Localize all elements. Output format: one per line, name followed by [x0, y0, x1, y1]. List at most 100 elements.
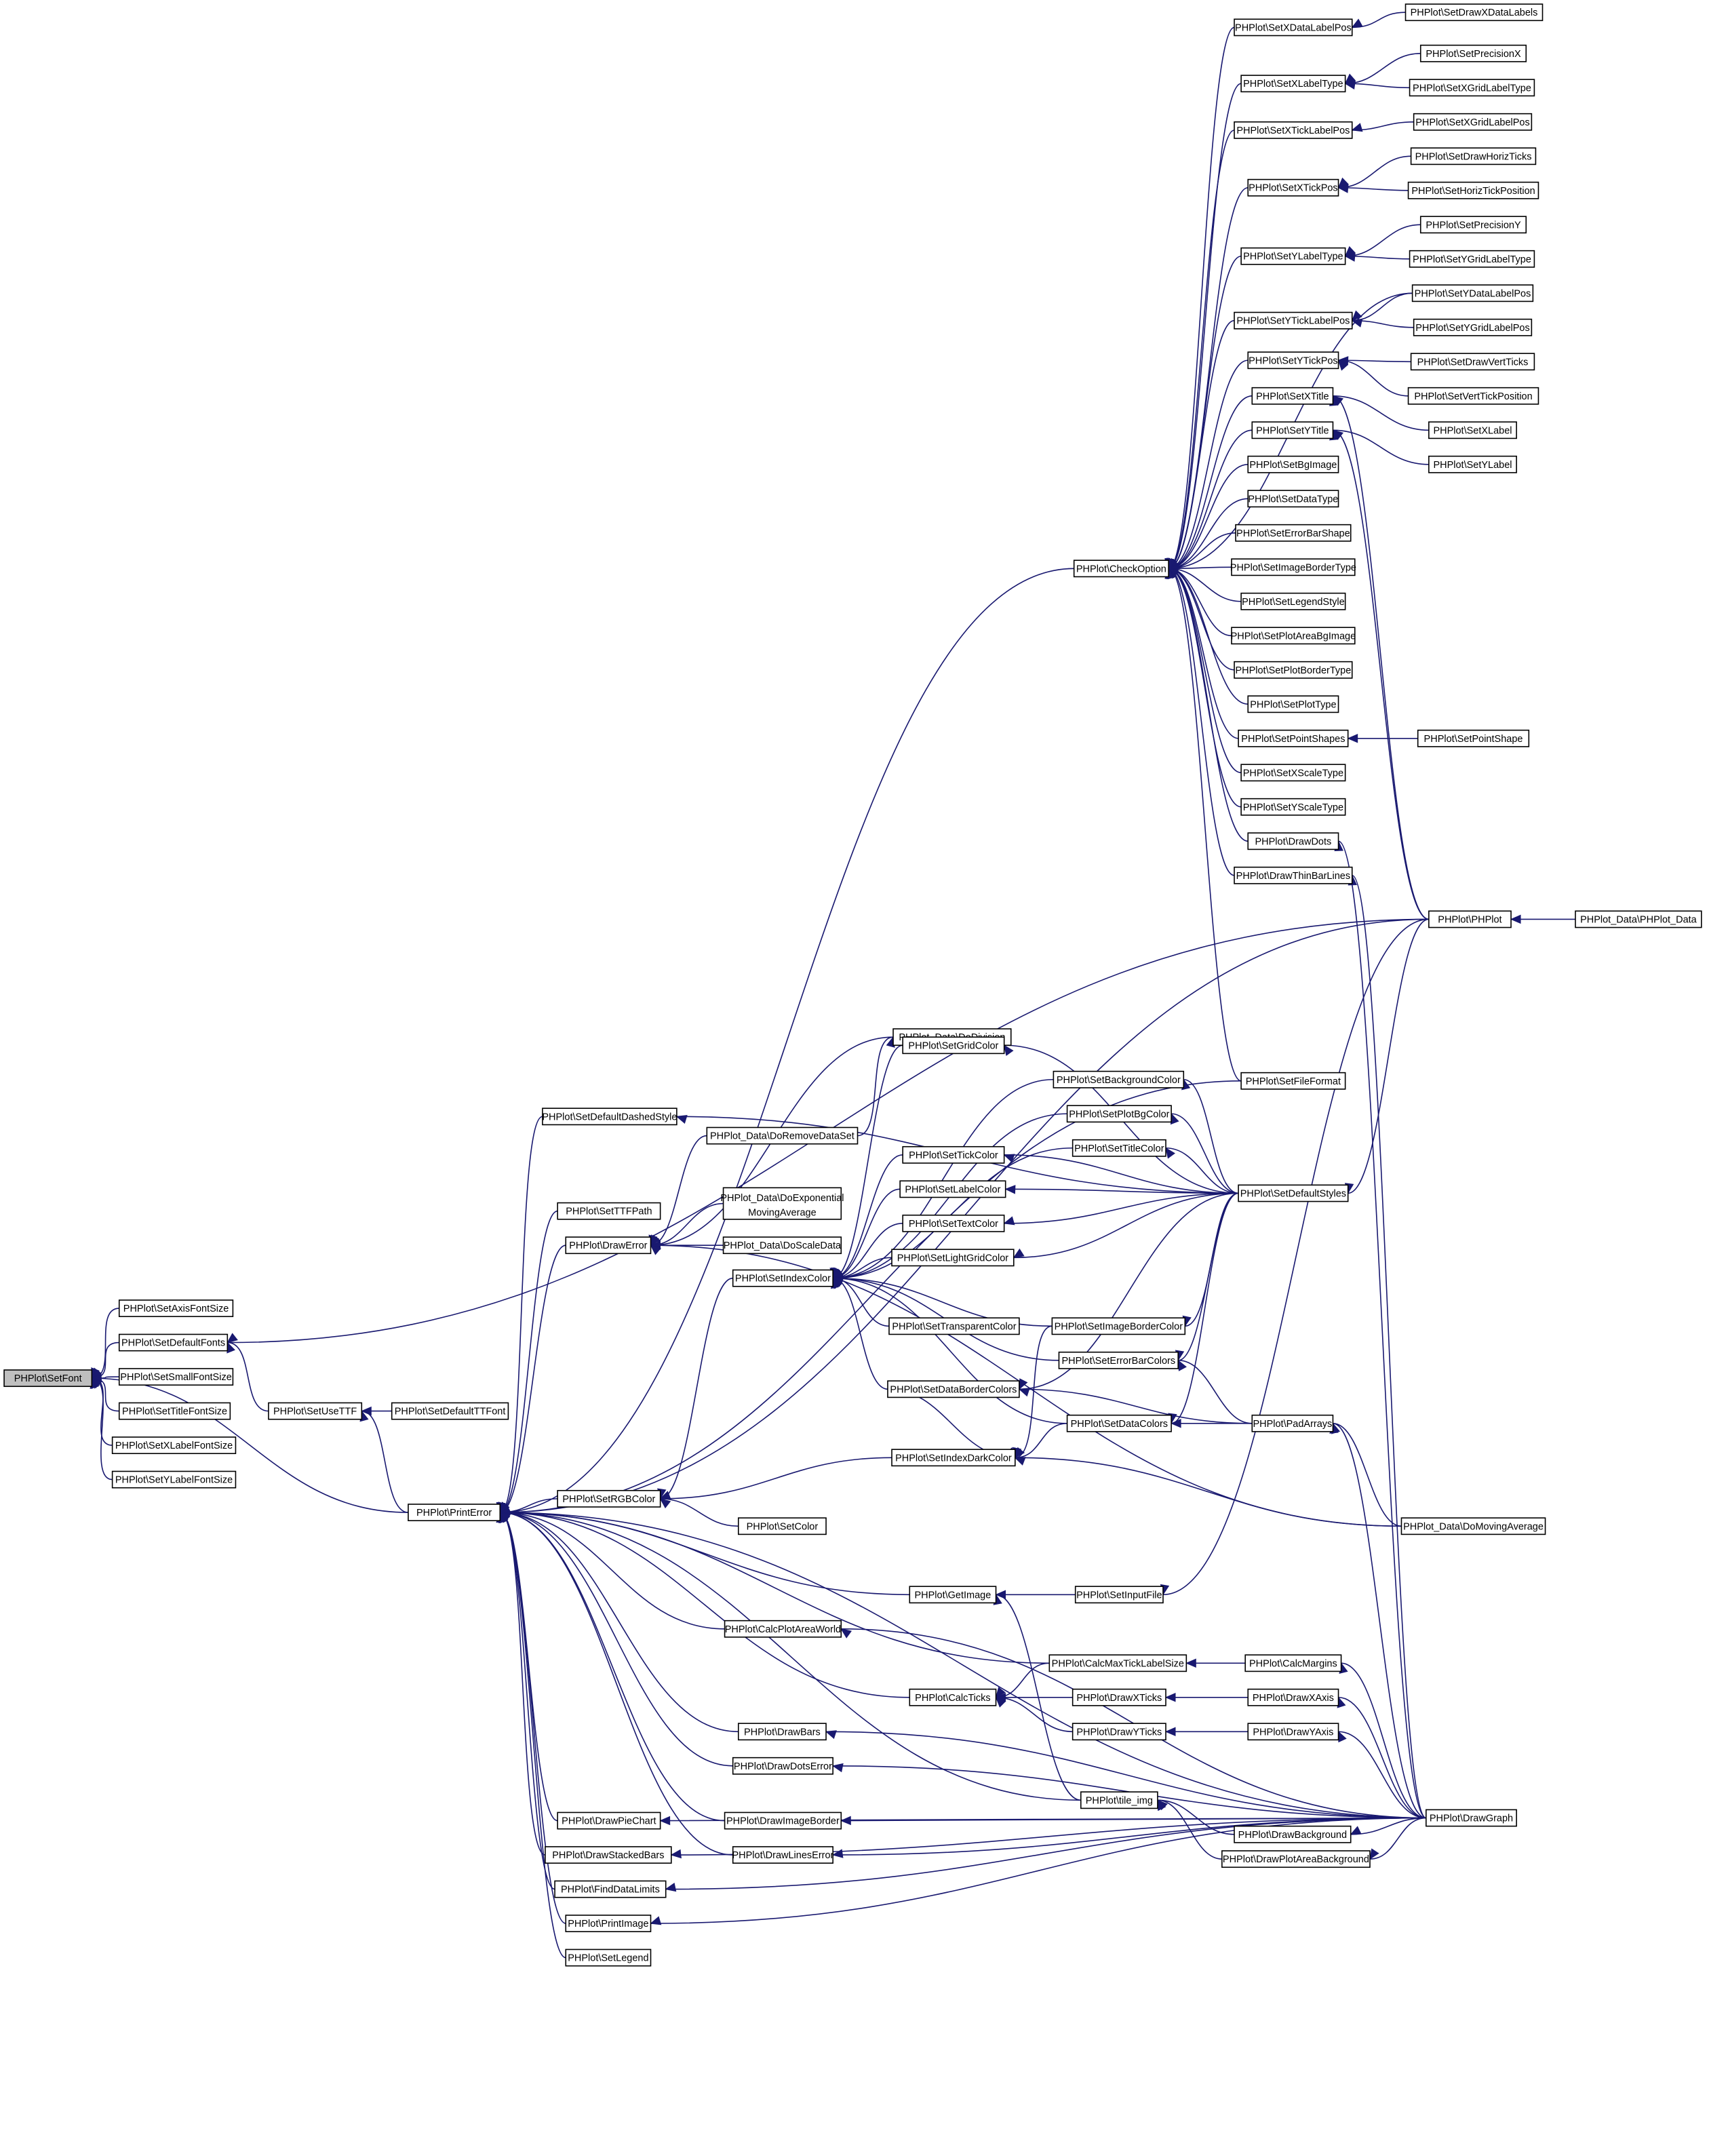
- node-calc-max-tick-label-size[interactable]: PHPlot\CalcMaxTickLabelSize: [1048, 1654, 1187, 1672]
- node-set-bg-image[interactable]: PHPlot\SetBgImage: [1247, 455, 1339, 473]
- node-set-xlabel[interactable]: PHPlot\SetXLabel: [1428, 421, 1517, 439]
- node-set-title-color[interactable]: PHPlot\SetTitleColor: [1072, 1139, 1166, 1157]
- node-set-default-fonts[interactable]: PHPlot\SetDefaultFonts: [118, 1333, 229, 1352]
- node-set-legend-style[interactable]: PHPlot\SetLegendStyle: [1240, 592, 1346, 610]
- node-set-label-color[interactable]: PHPlot\SetLabelColor: [899, 1180, 1006, 1198]
- node-calc-margins[interactable]: PHPlot\CalcMargins: [1244, 1654, 1342, 1672]
- node-set-default-ttfont[interactable]: PHPlot\SetDefaultTTFont: [391, 1402, 509, 1420]
- node-set-font[interactable]: PHPlot\SetFont: [3, 1369, 93, 1388]
- node-set-ytick-label-pos[interactable]: PHPlot\SetYTickLabelPos: [1234, 311, 1353, 330]
- node-set-plot-type[interactable]: PHPlot\SetPlotType: [1247, 695, 1339, 713]
- node-draw-xaxis[interactable]: PHPlot\DrawXAxis: [1247, 1688, 1339, 1706]
- node-set-legend[interactable]: PHPlot\SetLegend: [565, 1948, 652, 1967]
- node-set-xtick-pos[interactable]: PHPlot\SetXTickPos: [1247, 178, 1339, 197]
- node-set-yscale-type[interactable]: PHPlot\SetYScaleType: [1240, 798, 1346, 816]
- node-set-ttfpath[interactable]: PHPlot\SetTTFPath: [557, 1202, 661, 1220]
- node-set-small-font-size[interactable]: PHPlot\SetSmallFontSize: [118, 1368, 234, 1386]
- node-set-ylabel-font-size[interactable]: PHPlot\SetYLabelFontSize: [111, 1470, 237, 1489]
- node-set-xscale-type[interactable]: PHPlot\SetXScaleType: [1240, 764, 1346, 782]
- node-set-ylabel[interactable]: PHPlot\SetYLabel: [1428, 455, 1517, 473]
- node-set-precision-x[interactable]: PHPlot\SetPrecisionX: [1419, 44, 1527, 62]
- node-set-ylabel-type[interactable]: PHPlot\SetYLabelType: [1240, 247, 1346, 265]
- node-set-ytitle[interactable]: PHPlot\SetYTitle: [1251, 421, 1334, 439]
- node-set-error-bar-colors[interactable]: PHPlot\SetErrorBarColors: [1058, 1351, 1179, 1369]
- node-set-ygrid-label-pos[interactable]: PHPlot\SetYGridLabelPos: [1413, 318, 1533, 336]
- node-set-xgrid-label-type[interactable]: PHPlot\SetXGridLabelType: [1409, 79, 1535, 97]
- node-set-plot-border-type[interactable]: PHPlot\SetPlotBorderType: [1234, 661, 1353, 679]
- node-set-use-ttf[interactable]: PHPlot\SetUseTTF: [268, 1402, 363, 1420]
- node-draw-graph[interactable]: PHPlot\DrawGraph: [1426, 1809, 1517, 1827]
- node-set-input-file[interactable]: PHPlot\SetInputFile: [1074, 1586, 1164, 1604]
- node-get-image[interactable]: PHPlot\GetImage: [909, 1586, 997, 1604]
- node-set-default-styles[interactable]: PHPlot\SetDefaultStyles: [1238, 1184, 1349, 1202]
- node-set-point-shape[interactable]: PHPlot\SetPointShape: [1417, 729, 1530, 747]
- node-set-xdata-label-pos[interactable]: PHPlot\SetXDataLabelPos: [1234, 18, 1353, 37]
- node-set-grid-color[interactable]: PHPlot\SetGridColor: [902, 1036, 1005, 1055]
- node-do-moving-average[interactable]: PHPlot_Data\DoMovingAverage: [1400, 1517, 1546, 1535]
- node-phplot-data-ctor[interactable]: PHPlot_Data\PHPlot_Data: [1575, 910, 1702, 928]
- node-draw-pie-chart[interactable]: PHPlot\DrawPieChart: [557, 1811, 661, 1830]
- node-set-horiz-tick-position[interactable]: PHPlot\SetHorizTickPosition: [1407, 181, 1539, 199]
- node-set-draw-xdata-labels[interactable]: PHPlot\SetDrawXDataLabels: [1404, 3, 1544, 22]
- node-tile-img[interactable]: PHPlot\tile_img: [1080, 1791, 1158, 1809]
- node-do-remove-data-set[interactable]: PHPlot_Data\DoRemoveDataSet: [706, 1126, 859, 1145]
- node-calc-plot-area-world[interactable]: PHPlot\CalcPlotAreaWorld: [724, 1620, 842, 1638]
- node-draw-plot-area-background[interactable]: PHPlot\DrawPlotAreaBackground: [1221, 1850, 1371, 1868]
- node-set-ygrid-label-type[interactable]: PHPlot\SetYGridLabelType: [1409, 250, 1535, 268]
- node-calc-ticks[interactable]: PHPlot\CalcTicks: [909, 1688, 997, 1706]
- node-set-plot-bg-color[interactable]: PHPlot\SetPlotBgColor: [1066, 1105, 1172, 1123]
- node-set-xlabel-font-size[interactable]: PHPlot\SetXLabelFontSize: [111, 1436, 237, 1455]
- node-set-draw-vert-ticks[interactable]: PHPlot\SetDrawVertTicks: [1410, 353, 1535, 371]
- node-draw-error[interactable]: PHPlot\DrawError: [565, 1236, 652, 1255]
- node-pad-arrays[interactable]: PHPlot\PadArrays: [1251, 1414, 1334, 1432]
- node-set-xgrid-label-pos[interactable]: PHPlot\SetXGridLabelPos: [1413, 113, 1533, 131]
- node-set-default-dashed-style[interactable]: PHPlot\SetDefaultDashedStyle: [542, 1108, 677, 1126]
- node-draw-thin-bar-lines[interactable]: PHPlot\DrawThinBarLines: [1234, 866, 1353, 884]
- node-set-point-shapes[interactable]: PHPlot\SetPointShapes: [1238, 729, 1349, 747]
- node-set-color[interactable]: PHPlot\SetColor: [737, 1517, 827, 1535]
- node-draw-dots-error[interactable]: PHPlot\DrawDotsError: [732, 1757, 833, 1775]
- node-set-image-border-color[interactable]: PHPlot\SetImageBorderColor: [1051, 1317, 1186, 1335]
- node-set-image-border-type[interactable]: PHPlot\SetImageBorderType: [1230, 558, 1356, 576]
- node-set-data-border-colors[interactable]: PHPlot\SetDataBorderColors: [887, 1380, 1020, 1398]
- node-find-data-limits[interactable]: PHPlot\FindDataLimits: [554, 1880, 667, 1898]
- node-set-ytick-pos[interactable]: PHPlot\SetYTickPos: [1247, 351, 1339, 370]
- node-print-image[interactable]: PHPlot\PrintImage: [565, 1915, 652, 1932]
- node-do-scale-data[interactable]: PHPlot_Data\DoScaleData: [722, 1236, 842, 1255]
- node-draw-xticks[interactable]: PHPlot\DrawXTicks: [1072, 1688, 1166, 1706]
- node-draw-background[interactable]: PHPlot\DrawBackground: [1234, 1825, 1352, 1843]
- node-set-xtick-label-pos[interactable]: PHPlot\SetXTickLabelPos: [1234, 121, 1353, 139]
- node-draw-bars[interactable]: PHPlot\DrawBars: [737, 1723, 827, 1741]
- node-set-axis-font-size[interactable]: PHPlot\SetAxisFontSize: [118, 1299, 234, 1318]
- node-set-file-format[interactable]: PHPlot\SetFileFormat: [1240, 1072, 1346, 1090]
- node-set-text-color[interactable]: PHPlot\SetTextColor: [902, 1214, 1005, 1232]
- node-set-tick-color[interactable]: PHPlot\SetTickColor: [902, 1145, 1005, 1164]
- node-print-error[interactable]: PHPlot\PrintError: [408, 1504, 501, 1521]
- node-set-precision-y[interactable]: PHPlot\SetPrecisionY: [1419, 216, 1527, 234]
- node-set-ydata-label-pos[interactable]: PHPlot\SetYDataLabelPos: [1411, 284, 1534, 302]
- node-set-xtitle[interactable]: PHPlot\SetXTitle: [1251, 387, 1334, 405]
- node-set-data-type[interactable]: PHPlot\SetDataType: [1247, 490, 1339, 508]
- node-set-draw-horiz-ticks[interactable]: PHPlot\SetDrawHorizTicks: [1410, 147, 1537, 165]
- node-check-option[interactable]: PHPlot\CheckOption: [1073, 560, 1169, 578]
- node-set-index-color[interactable]: PHPlot\SetIndexColor: [732, 1269, 833, 1287]
- node-draw-image-border[interactable]: PHPlot\DrawImageBorder: [724, 1811, 842, 1830]
- node-set-rgbcolor[interactable]: PHPlot\SetRGBColor: [557, 1489, 661, 1508]
- node-set-background-color[interactable]: PHPlot\SetBackgroundColor: [1053, 1070, 1185, 1089]
- node-set-data-colors[interactable]: PHPlot\SetDataColors: [1066, 1414, 1172, 1432]
- node-draw-yaxis[interactable]: PHPlot\DrawYAxis: [1247, 1723, 1339, 1741]
- node-set-plot-area-bg-image[interactable]: PHPlot\SetPlotAreaBgImage: [1231, 627, 1356, 645]
- node-set-error-bar-shape[interactable]: PHPlot\SetErrorBarShape: [1235, 524, 1352, 542]
- node-draw-stacked-bars[interactable]: PHPlot\DrawStackedBars: [545, 1846, 672, 1864]
- node-draw-dots[interactable]: PHPlot\DrawDots: [1247, 832, 1339, 850]
- node-set-title-font-size[interactable]: PHPlot\SetTitleFontSize: [118, 1402, 231, 1420]
- node-draw-yticks[interactable]: PHPlot\DrawYTicks: [1072, 1723, 1166, 1741]
- node-set-vert-tick-position[interactable]: PHPlot\SetVertTickPosition: [1407, 387, 1539, 405]
- node-set-xlabel-type[interactable]: PHPlot\SetXLabelType: [1240, 75, 1346, 93]
- node-set-transparent-color[interactable]: PHPlot\SetTransparentColor: [888, 1317, 1020, 1335]
- node-phplot-ctor[interactable]: PHPlot\PHPlot: [1428, 910, 1512, 928]
- node-draw-lines-error[interactable]: PHPlot\DrawLinesError: [732, 1846, 834, 1864]
- node-set-index-dark-color[interactable]: PHPlot\SetIndexDarkColor: [891, 1449, 1016, 1467]
- node-set-light-grid-color[interactable]: PHPlot\SetLightGridColor: [891, 1249, 1015, 1267]
